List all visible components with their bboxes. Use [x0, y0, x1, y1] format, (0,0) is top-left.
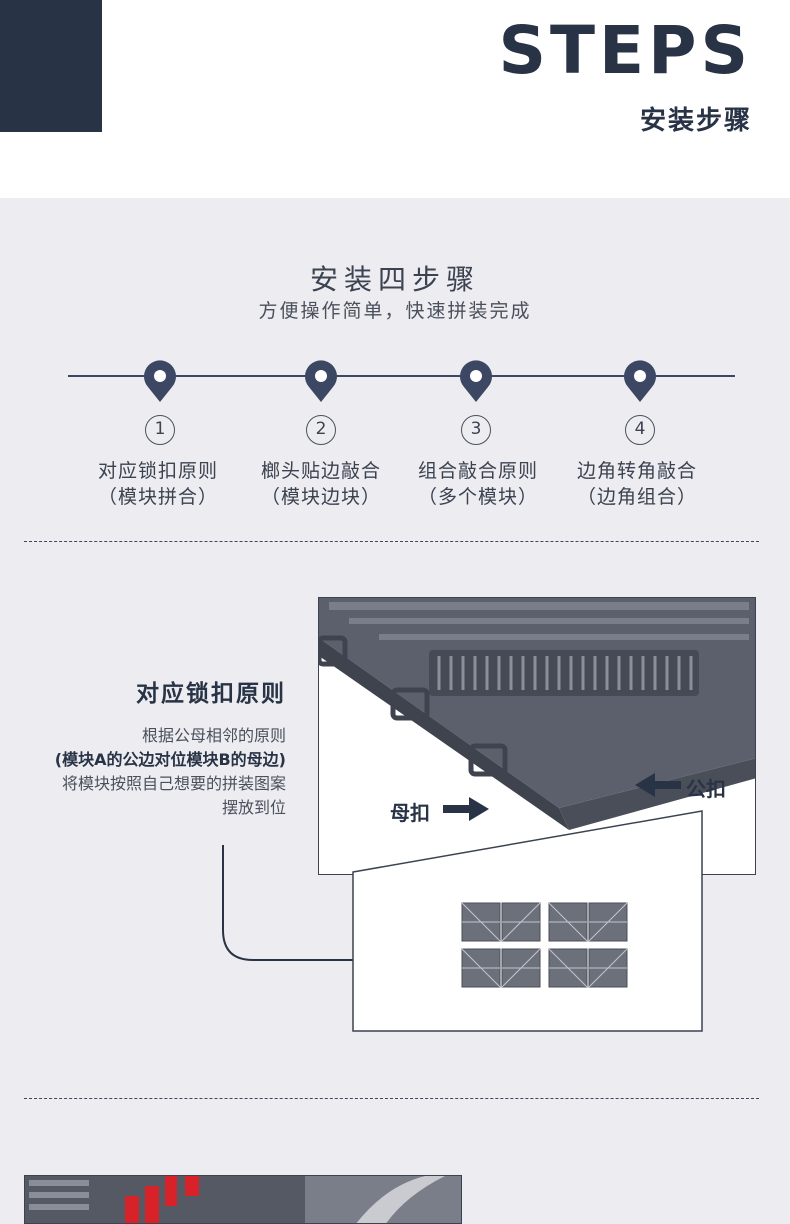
timeline-line [68, 375, 735, 377]
step-label-2: 榔头贴边敲合 （模块边块） [236, 458, 406, 510]
step-label-4-sub: （边角组合） [576, 486, 697, 508]
arrow-right-icon [443, 797, 489, 821]
tile-photo-preview [25, 1176, 461, 1223]
location-pin-icon [624, 360, 656, 402]
step-label-1-sub: （模块拼合） [97, 486, 218, 508]
step-label-1-main: 对应锁扣原则 [97, 460, 218, 482]
location-pin-icon [144, 360, 176, 402]
step-number-3: 3 [461, 415, 491, 445]
arrow-left-icon [635, 773, 681, 797]
section-title: 安装四步骤 [309, 263, 480, 296]
detail-line-4: 摆放到位 [221, 798, 286, 817]
next-step-photo [24, 1175, 462, 1224]
step-number-1: 1 [145, 415, 175, 445]
step-label-3-main: 组合敲合原则 [417, 460, 538, 482]
location-pin-icon [305, 360, 337, 402]
step-label-1: 对应锁扣原则 （模块拼合） [73, 458, 243, 510]
section-divider [24, 541, 759, 542]
section-divider [24, 1098, 759, 1099]
step-number-4: 4 [625, 415, 655, 445]
step-number-2: 2 [306, 415, 336, 445]
page-subtitle: 安装步骤 [639, 106, 752, 136]
tile-grid [461, 902, 628, 988]
step-label-2-sub: （模块边块） [260, 486, 381, 508]
step-label-3-sub: （多个模块） [417, 486, 538, 508]
detail-title: 对应锁扣原则 [136, 681, 286, 707]
detail-line-2: (模块A的公边对位模块B的母边) [54, 750, 286, 769]
detail-line-3: 将模块按照自己想要的拼装图案 [61, 774, 286, 793]
male-clip-label: 公扣 [686, 777, 726, 801]
decorative-navy-block [0, 0, 102, 132]
page-title: STEPS [498, 12, 752, 89]
female-clip-label: 母扣 [390, 801, 430, 825]
location-pin-icon [460, 360, 492, 402]
detail-line-1: 根据公母相邻的原则 [141, 726, 286, 745]
step-label-4-main: 边角转角敲合 [576, 460, 697, 482]
tile-layout-diagram [352, 810, 703, 1032]
step-label-4: 边角转角敲合 （边角组合） [552, 458, 722, 510]
step-label-2-main: 榔头贴边敲合 [260, 460, 381, 482]
step-label-3: 组合敲合原则 （多个模块） [393, 458, 563, 510]
section-subtitle: 方便操作简单，快速拼装完成 [258, 300, 532, 322]
